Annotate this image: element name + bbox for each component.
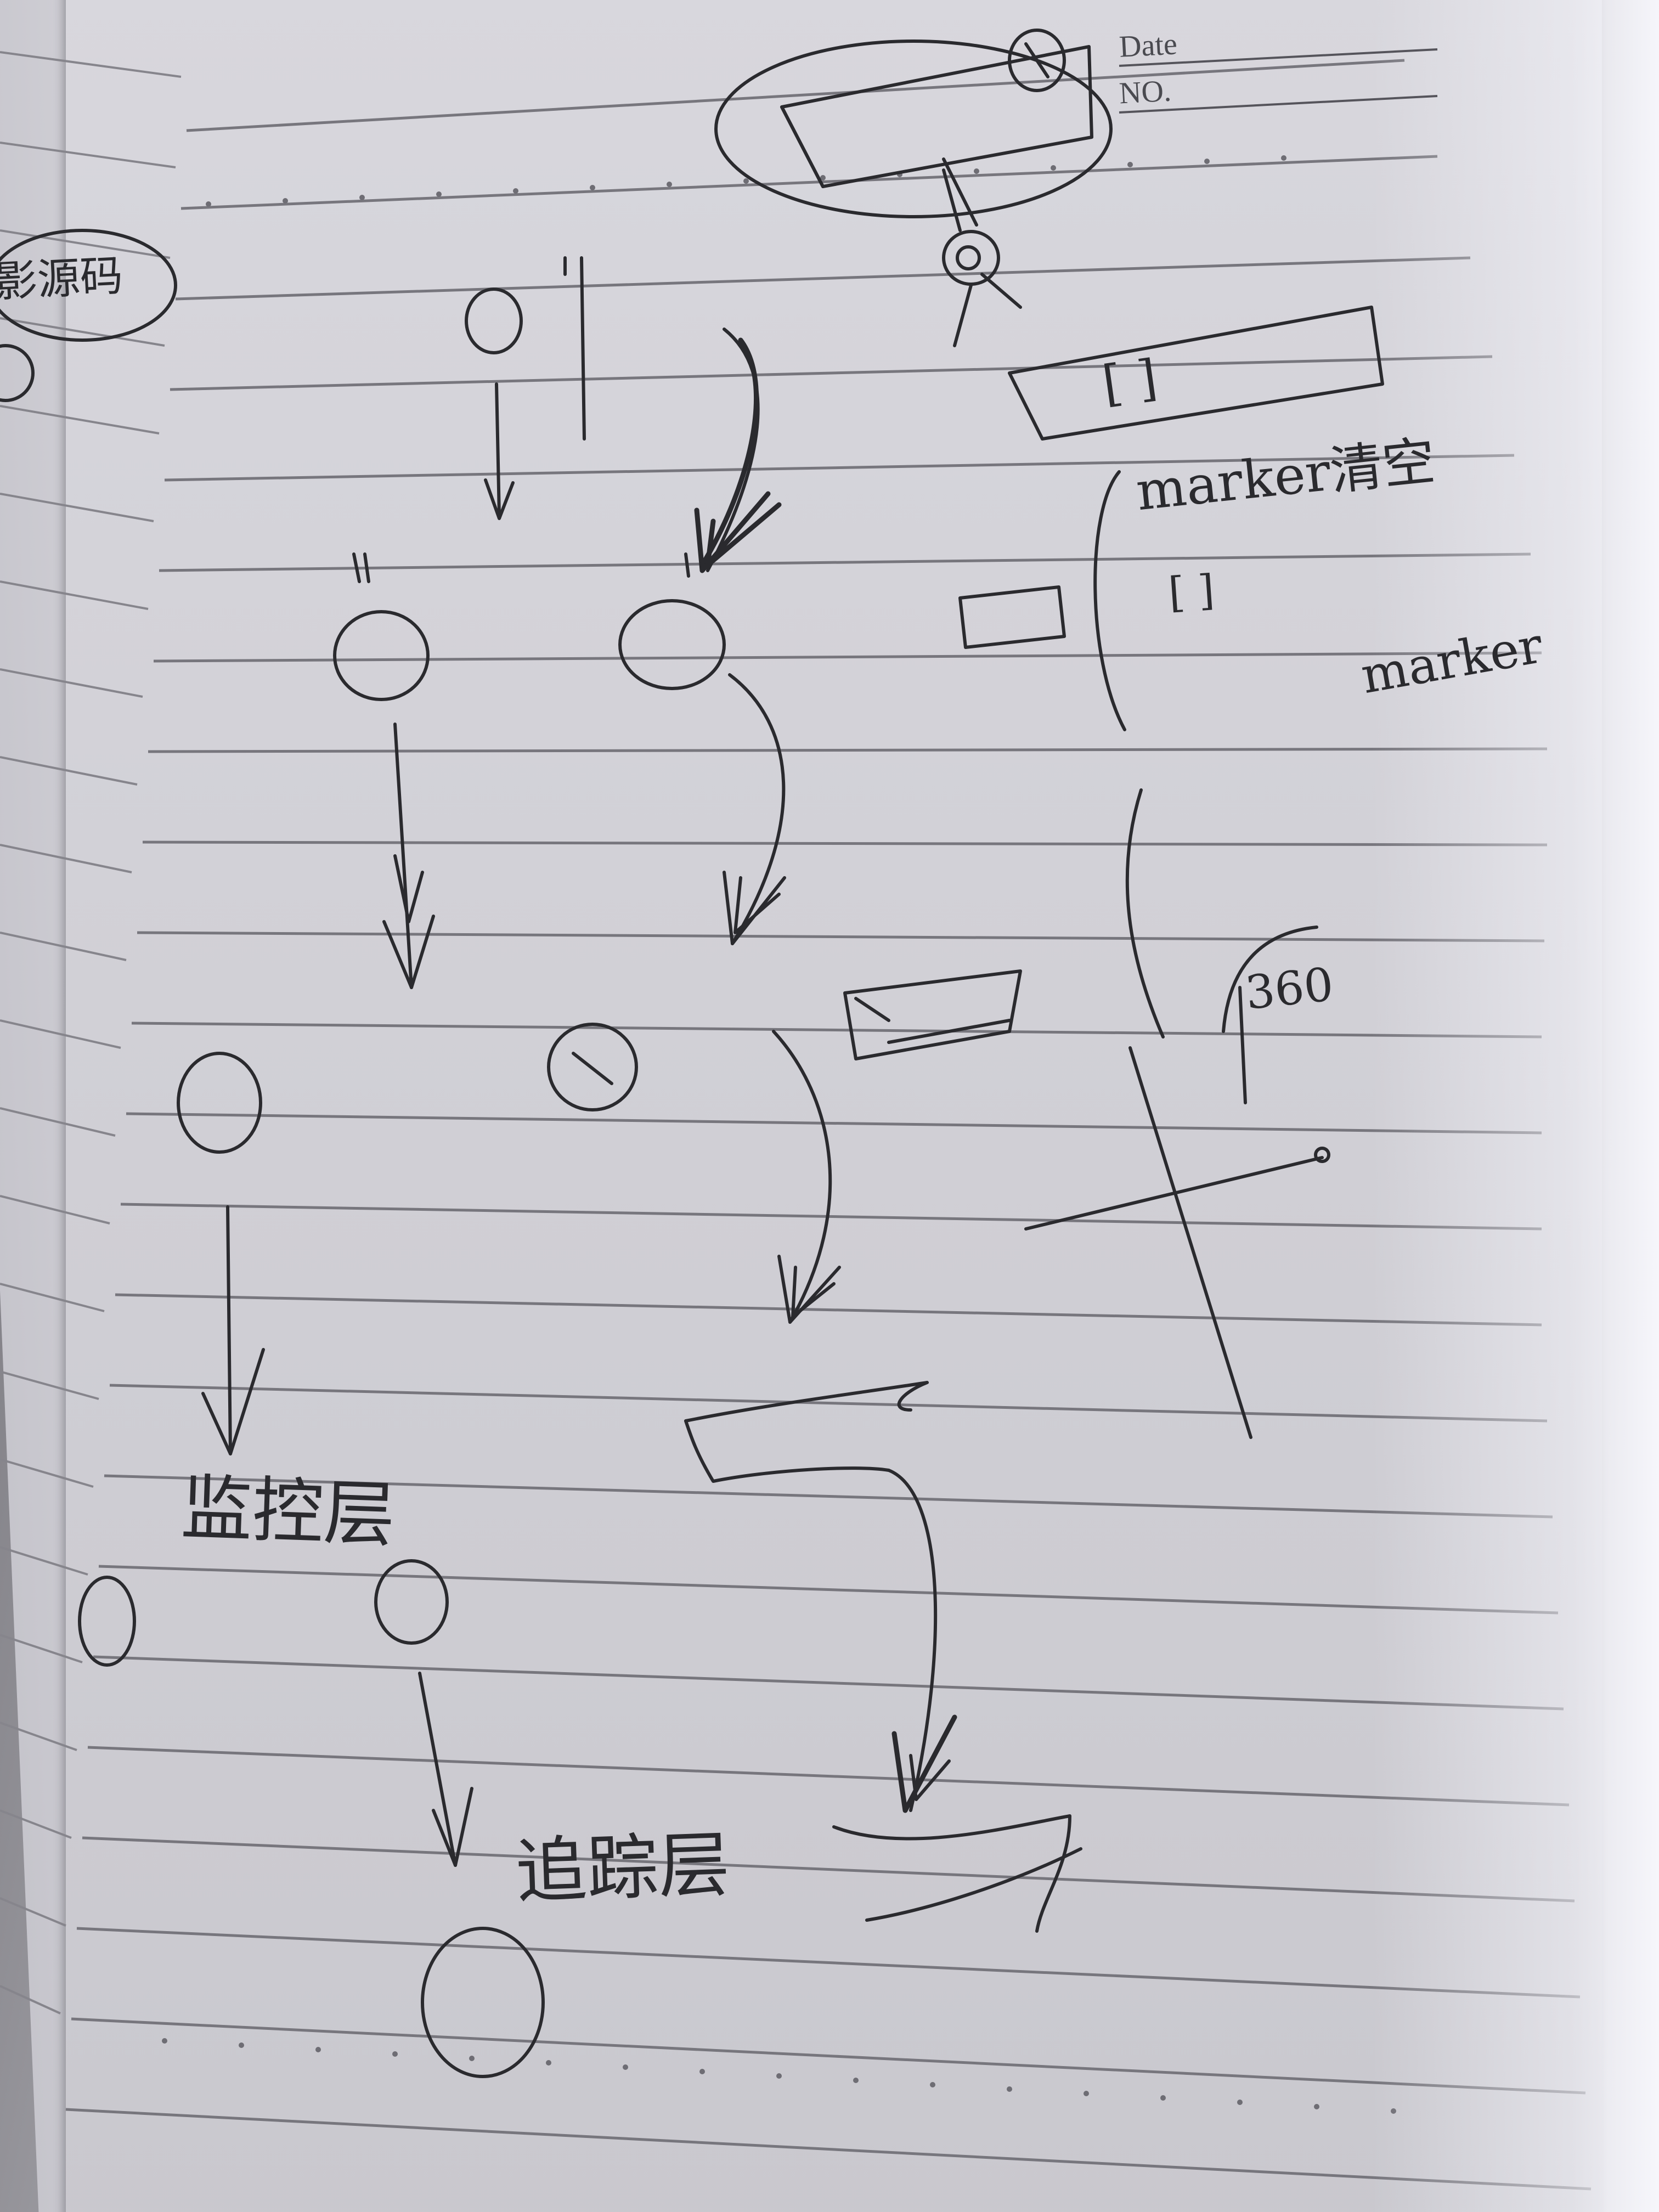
bottom-flow: [78, 1559, 545, 2078]
hook-arrow: [684, 1381, 1082, 1933]
left-page-scribble: [0, 229, 177, 402]
flow-nodes-district: [177, 1023, 638, 1154]
page-edge-glare: [1372, 0, 1659, 2212]
left-page-fragment: 影源码: [0, 251, 125, 308]
dotted-bottom-margin: [162, 2038, 1396, 2114]
left-page-rules: [0, 51, 182, 2015]
dotted-top-margin: [206, 155, 1286, 207]
main-page-rules: [65, 59, 1592, 2191]
brackets-top: [ ]: [1099, 348, 1161, 414]
right-bracket-group: [958, 306, 1384, 731]
flow-nodes-city: [333, 552, 726, 701]
tracking-layer-label: 追踪层: [514, 1822, 731, 1914]
notebook-page: [66, 0, 1602, 2212]
arrow-left-city: [382, 723, 435, 989]
angle-diagram: [1024, 788, 1330, 1439]
right-small-box: [772, 969, 1022, 1324]
brackets-small: [ ]: [1166, 565, 1216, 617]
camera-device-sketch: [714, 29, 1113, 347]
flow-node-top: [465, 256, 586, 520]
angle-label: 360: [1243, 957, 1336, 1020]
arrow-right-city: [723, 673, 786, 945]
curved-arrow-top: [694, 328, 782, 573]
monitor-layer-label: 监控层: [179, 1466, 397, 1557]
arrow-to-monitor: [201, 1205, 265, 1455]
